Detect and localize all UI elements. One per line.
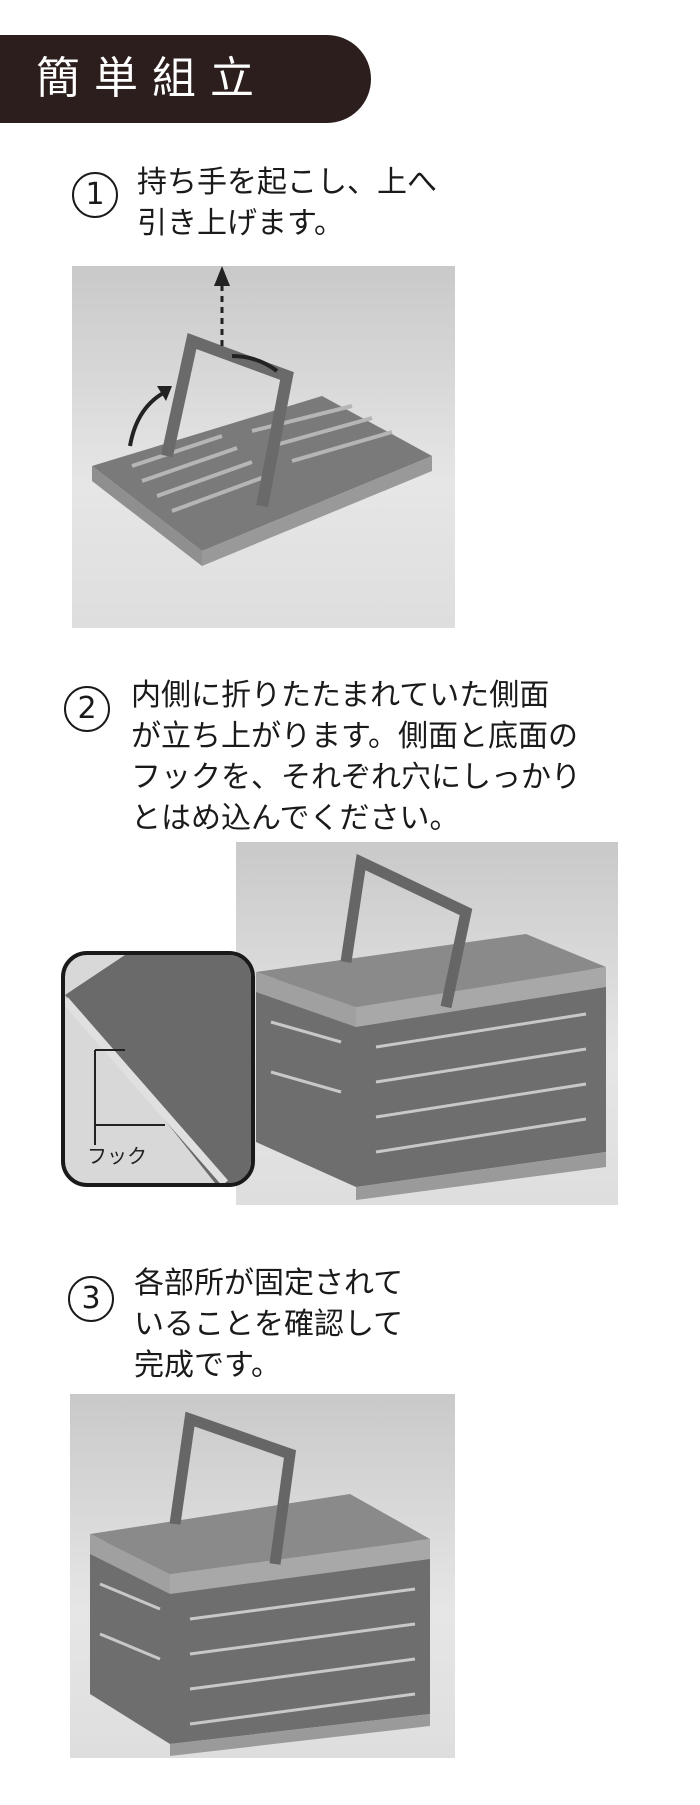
section-header: 簡単組立 <box>0 35 371 123</box>
hook-label: フック <box>87 1144 147 1168</box>
step-number-3: 3 <box>68 1276 114 1322</box>
step-1-text: 持ち手を起こし、上へ 引き上げます。 <box>137 165 437 241</box>
step-2-text: 内側に折りたたまれていた側面 が立ち上がります。側面と底面の フックを、それぞれ… <box>131 678 581 836</box>
step-3-photo <box>70 1394 455 1758</box>
step-2-photo <box>236 842 618 1205</box>
step-1-photo <box>72 266 455 628</box>
step-number-1: 1 <box>72 172 118 218</box>
section-title: 簡単組立 <box>36 53 268 104</box>
hook-detail-inset: フック <box>61 951 255 1187</box>
step-number-2: 2 <box>64 686 110 732</box>
step-3-text: 各部所が固定されて いることを確認して 完成です。 <box>134 1266 404 1383</box>
